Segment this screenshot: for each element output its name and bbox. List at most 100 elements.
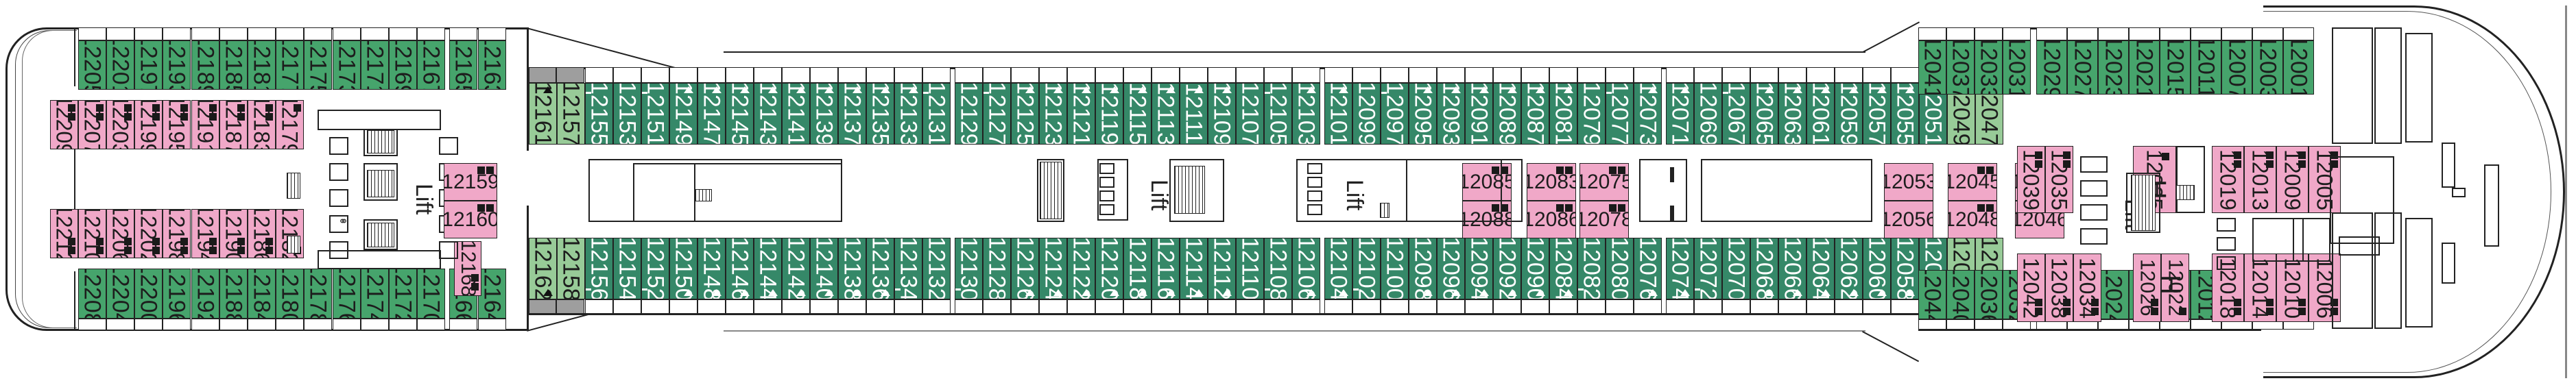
cabin-12099[interactable]: 12099	[1352, 83, 1381, 145]
cabin-12101[interactable]: 12101	[1324, 83, 1352, 145]
cabin-12186[interactable]: 12186	[248, 209, 276, 258]
cabin-12131[interactable]: 12131	[922, 83, 951, 145]
cabin-12086[interactable]: 12086	[1527, 201, 1576, 238]
cabin-12199[interactable]: 12199	[134, 100, 163, 149]
cabin-12084[interactable]: 12084	[1549, 238, 1577, 299]
cabin-12165[interactable]: 12165	[449, 40, 477, 90]
cabin-12136[interactable]: 12136	[866, 238, 894, 299]
cabin-12122[interactable]: 12122	[1067, 238, 1095, 299]
cabin-12206[interactable]: 12206	[106, 209, 134, 258]
cabin-12082[interactable]: 12082	[1577, 238, 1606, 299]
cabin-12071[interactable]: 12071	[1666, 83, 1694, 145]
cabin-12085[interactable]: 12085	[1462, 163, 1512, 201]
cabin-12115[interactable]: 12115	[1123, 83, 1152, 145]
cabin-12190[interactable]: 12190	[219, 209, 248, 258]
cabin-12134[interactable]: 12134	[894, 238, 922, 299]
cabin-12098[interactable]: 12098	[1409, 238, 1437, 299]
cabin-12064[interactable]: 12064	[1806, 238, 1835, 299]
cabin-12143[interactable]: 12143	[754, 83, 782, 145]
cabin-12070[interactable]: 12070	[1722, 238, 1750, 299]
cabin-12194[interactable]: 12194	[191, 209, 219, 258]
cabin-12111[interactable]: 12111	[1180, 83, 1208, 145]
cabin-12200[interactable]: 12200	[134, 269, 163, 319]
cabin-12162[interactable]: 12162	[529, 238, 557, 299]
cabin-12176[interactable]: 12176	[333, 269, 361, 319]
cabin-12183[interactable]: 12183	[248, 100, 276, 149]
cabin-12063[interactable]: 12063	[1778, 83, 1806, 145]
cabin-12075[interactable]: 12075	[1579, 163, 1629, 201]
cabin-12114[interactable]: 12114	[1180, 238, 1208, 299]
cabin-12110[interactable]: 12110	[1236, 238, 1264, 299]
cabin-12013[interactable]: 12013	[2244, 146, 2276, 213]
cabin-12112[interactable]: 12112	[1208, 238, 1236, 299]
cabin-12135[interactable]: 12135	[866, 83, 894, 145]
cabin-12080[interactable]: 12080	[1606, 238, 1634, 299]
cabin-12205[interactable]: 12205	[78, 40, 106, 90]
cabin-12145[interactable]: 12145	[726, 83, 754, 145]
cabin-12094[interactable]: 12094	[1465, 238, 1493, 299]
cabin-12088[interactable]: 12088	[1462, 201, 1512, 238]
cabin-12024[interactable]: 12024	[2098, 270, 2129, 319]
cabin-12092[interactable]: 12092	[1493, 238, 1521, 299]
cabin-12210[interactable]: 12210	[78, 209, 106, 258]
cabin-12018[interactable]: 12018	[2212, 254, 2244, 322]
cabin-12029[interactable]: 12029	[2036, 40, 2067, 95]
cabin-12172[interactable]: 12172	[389, 269, 417, 319]
cabin-12178[interactable]: 12178	[304, 269, 332, 319]
cabin-12174[interactable]: 12174	[361, 269, 389, 319]
cabin-12069[interactable]: 12069	[1694, 83, 1722, 145]
cabin-12095[interactable]: 12095	[1409, 83, 1437, 145]
cabin-12007[interactable]: 12007	[2221, 40, 2252, 95]
cabin-12170[interactable]: 12170	[417, 269, 445, 319]
cabin-12045[interactable]: 12045	[1948, 163, 1997, 201]
cabin-12149[interactable]: 12149	[669, 83, 697, 145]
cabin-12037[interactable]: 12037	[1946, 40, 1975, 95]
cabin-12100[interactable]: 12100	[1381, 238, 1409, 299]
cabin-12163[interactable]: 12163	[478, 40, 506, 90]
cabin-12123[interactable]: 12123	[1039, 83, 1067, 145]
cabin-12142[interactable]: 12142	[782, 238, 810, 299]
cabin-12061[interactable]: 12061	[1806, 83, 1835, 145]
cabin-12106[interactable]: 12106	[1292, 238, 1320, 299]
cabin-12118[interactable]: 12118	[1123, 238, 1152, 299]
cabin-12197[interactable]: 12197	[134, 40, 163, 90]
cabin-12083[interactable]: 12083	[1527, 163, 1576, 201]
cabin-12042[interactable]: 12042	[2017, 254, 2045, 322]
cabin-12034[interactable]: 12034	[2073, 254, 2101, 322]
cabin-12188[interactable]: 12188	[219, 269, 248, 319]
cabin-12009[interactable]: 12009	[2276, 146, 2309, 213]
cabin-12193[interactable]: 12193	[163, 40, 191, 90]
cabin-12077[interactable]: 12077	[1606, 83, 1634, 145]
cabin-12010[interactable]: 12010	[2276, 254, 2309, 322]
cabin-12113[interactable]: 12113	[1152, 83, 1180, 145]
cabin-12040[interactable]: 12040	[1946, 270, 1975, 319]
cabin-12192[interactable]: 12192	[191, 269, 219, 319]
cabin-12074[interactable]: 12074	[1666, 238, 1694, 299]
cabin-12121[interactable]: 12121	[1067, 83, 1095, 145]
cabin-12076[interactable]: 12076	[1634, 238, 1662, 299]
cabin-12128[interactable]: 12128	[983, 238, 1011, 299]
cabin-12090[interactable]: 12090	[1521, 238, 1549, 299]
cabin-12209[interactable]: 12209	[50, 100, 78, 149]
cabin-12161[interactable]: 12161	[529, 83, 557, 145]
cabin-12141[interactable]: 12141	[782, 83, 810, 145]
cabin-12120[interactable]: 12120	[1095, 238, 1123, 299]
cabin-12127[interactable]: 12127	[983, 83, 1011, 145]
cabin-12195[interactable]: 12195	[163, 100, 191, 149]
cabin-12159[interactable]: 12159	[444, 163, 497, 201]
cabin-12105[interactable]: 12105	[1264, 83, 1292, 145]
cabin-12156[interactable]: 12156	[585, 238, 613, 299]
cabin-12021[interactable]: 12021	[2129, 40, 2160, 95]
cabin-12160[interactable]: 12160	[444, 201, 497, 238]
cabin-12023[interactable]: 12023	[2098, 40, 2129, 95]
cabin-12133[interactable]: 12133	[894, 83, 922, 145]
cabin-12167[interactable]: 12167	[417, 40, 445, 90]
cabin-12150[interactable]: 12150	[669, 238, 697, 299]
cabin-12152[interactable]: 12152	[641, 238, 669, 299]
cabin-12173[interactable]: 12173	[333, 40, 361, 90]
cabin-12137[interactable]: 12137	[838, 83, 866, 145]
cabin-12171[interactable]: 12171	[361, 40, 389, 90]
cabin-12139[interactable]: 12139	[810, 83, 838, 145]
cabin-12177[interactable]: 12177	[276, 40, 304, 90]
